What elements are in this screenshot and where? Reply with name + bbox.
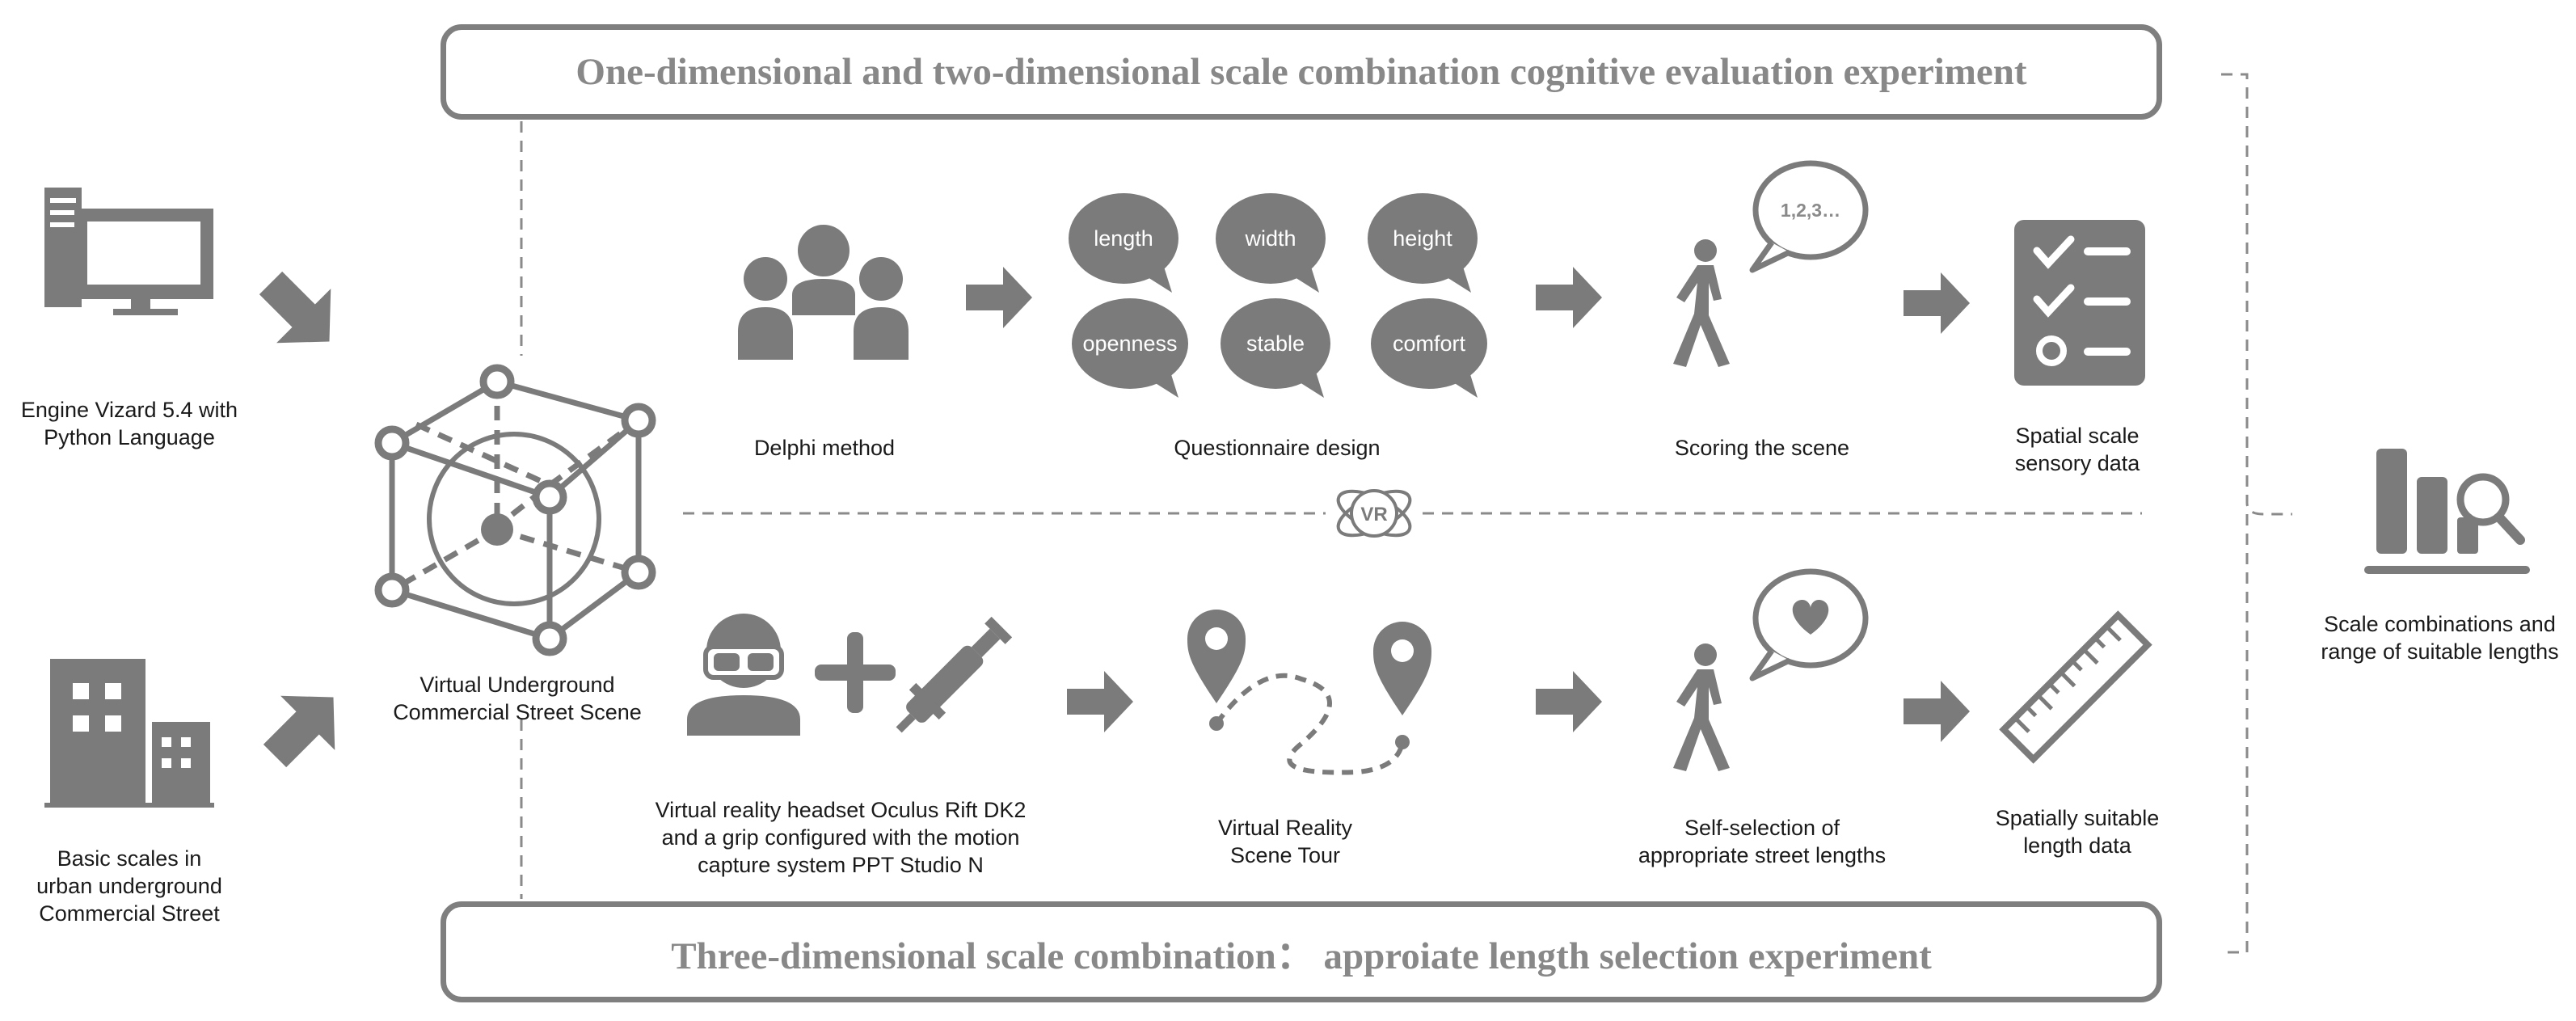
result-label: Scale combinations and range of suitable… bbox=[2321, 612, 2559, 664]
map-pin-start-icon bbox=[1187, 610, 1246, 703]
walking-person-icon-2 bbox=[1673, 643, 1730, 771]
engine-label: Engine Vizard 5.4 with Python Language bbox=[20, 398, 238, 449]
heart-bubble-icon bbox=[1749, 568, 1869, 681]
walking-person-icon bbox=[1673, 239, 1730, 367]
speech-bubble-stable: stable bbox=[1221, 298, 1330, 398]
buildings-icon bbox=[44, 659, 214, 808]
plus-icon bbox=[815, 632, 896, 713]
headset-person-icon bbox=[687, 614, 800, 736]
basic-scales-label: Basic scales in urban underground Commer… bbox=[36, 846, 222, 926]
route-path bbox=[1214, 673, 1405, 775]
questionnaire-label: Questionnaire design bbox=[1174, 436, 1381, 460]
arrow-selection-to-length bbox=[1904, 681, 1970, 742]
people-icon bbox=[738, 225, 909, 360]
controller-icon bbox=[896, 616, 1013, 733]
ruler-icon bbox=[1999, 610, 2152, 764]
scoring-label: Scoring the scene bbox=[1674, 436, 1850, 460]
bubble-label-length: length bbox=[1094, 226, 1153, 251]
speech-bubble-height: height bbox=[1368, 193, 1478, 293]
score-bubble-text: 1,2,3… bbox=[1781, 200, 1840, 221]
bubble-label-stable: stable bbox=[1246, 331, 1305, 356]
suitable-length-label: Spatially suitable length data bbox=[1995, 806, 2160, 858]
top-experiment-box: One-dimensional and two-dimensional scal… bbox=[441, 24, 2162, 120]
map-pin-end-icon bbox=[1373, 622, 1431, 715]
spatial-data-label: Spatial scale sensory data bbox=[2014, 424, 2140, 475]
bubble-label-width: width bbox=[1244, 226, 1296, 251]
arrow-headset-to-tour bbox=[1067, 671, 1133, 732]
computer-icon bbox=[44, 188, 213, 315]
scene-label: Virtual Underground Commercial Street Sc… bbox=[393, 673, 642, 724]
arrow-delphi-to-questionnaire bbox=[966, 267, 1032, 328]
speech-bubble-width: width bbox=[1216, 193, 1326, 293]
arrow-tour-to-selection bbox=[1536, 671, 1602, 732]
arrow-scales-to-scene bbox=[247, 669, 361, 783]
bubble-label-height: height bbox=[1393, 226, 1452, 251]
speech-bubble-openness: openness bbox=[1072, 298, 1188, 398]
arrow-scoring-to-data bbox=[1904, 272, 1970, 334]
bubble-label-comfort: comfort bbox=[1393, 331, 1466, 356]
arrow-engine-to-scene bbox=[243, 255, 357, 369]
checklist-icon bbox=[2014, 220, 2145, 386]
cube-icon bbox=[374, 364, 656, 656]
vr-badge-icon: VR bbox=[1336, 489, 1412, 538]
self-selection-label: Self-selection of appropriate street len… bbox=[1638, 816, 1887, 867]
tour-label: Virtual Reality Scene Tour bbox=[1217, 816, 1353, 867]
bottom-experiment-title: Three-dimensional scale combination： app… bbox=[671, 935, 1932, 977]
route-start-dot bbox=[1209, 716, 1224, 731]
arrow-questionnaire-to-scoring bbox=[1536, 267, 1602, 328]
score-bubble-icon: 1,2,3… bbox=[1749, 160, 1869, 273]
right-bracket bbox=[2221, 73, 2292, 954]
route-end-dot bbox=[1395, 735, 1410, 749]
top-experiment-title: One-dimensional and two-dimensional scal… bbox=[575, 51, 2027, 93]
vr-badge-text: VR bbox=[1360, 504, 1387, 525]
bottom-experiment-box: Three-dimensional scale combination： app… bbox=[441, 901, 2162, 1002]
bar-chart-search-icon bbox=[2364, 449, 2530, 574]
speech-bubble-length: length bbox=[1069, 193, 1178, 293]
headset-label: Virtual reality headset Oculus Rift DK2 … bbox=[655, 798, 1027, 877]
delphi-label: Delphi method bbox=[753, 436, 896, 460]
speech-bubble-comfort: comfort bbox=[1371, 298, 1487, 398]
bubble-label-openness: openness bbox=[1082, 331, 1177, 356]
